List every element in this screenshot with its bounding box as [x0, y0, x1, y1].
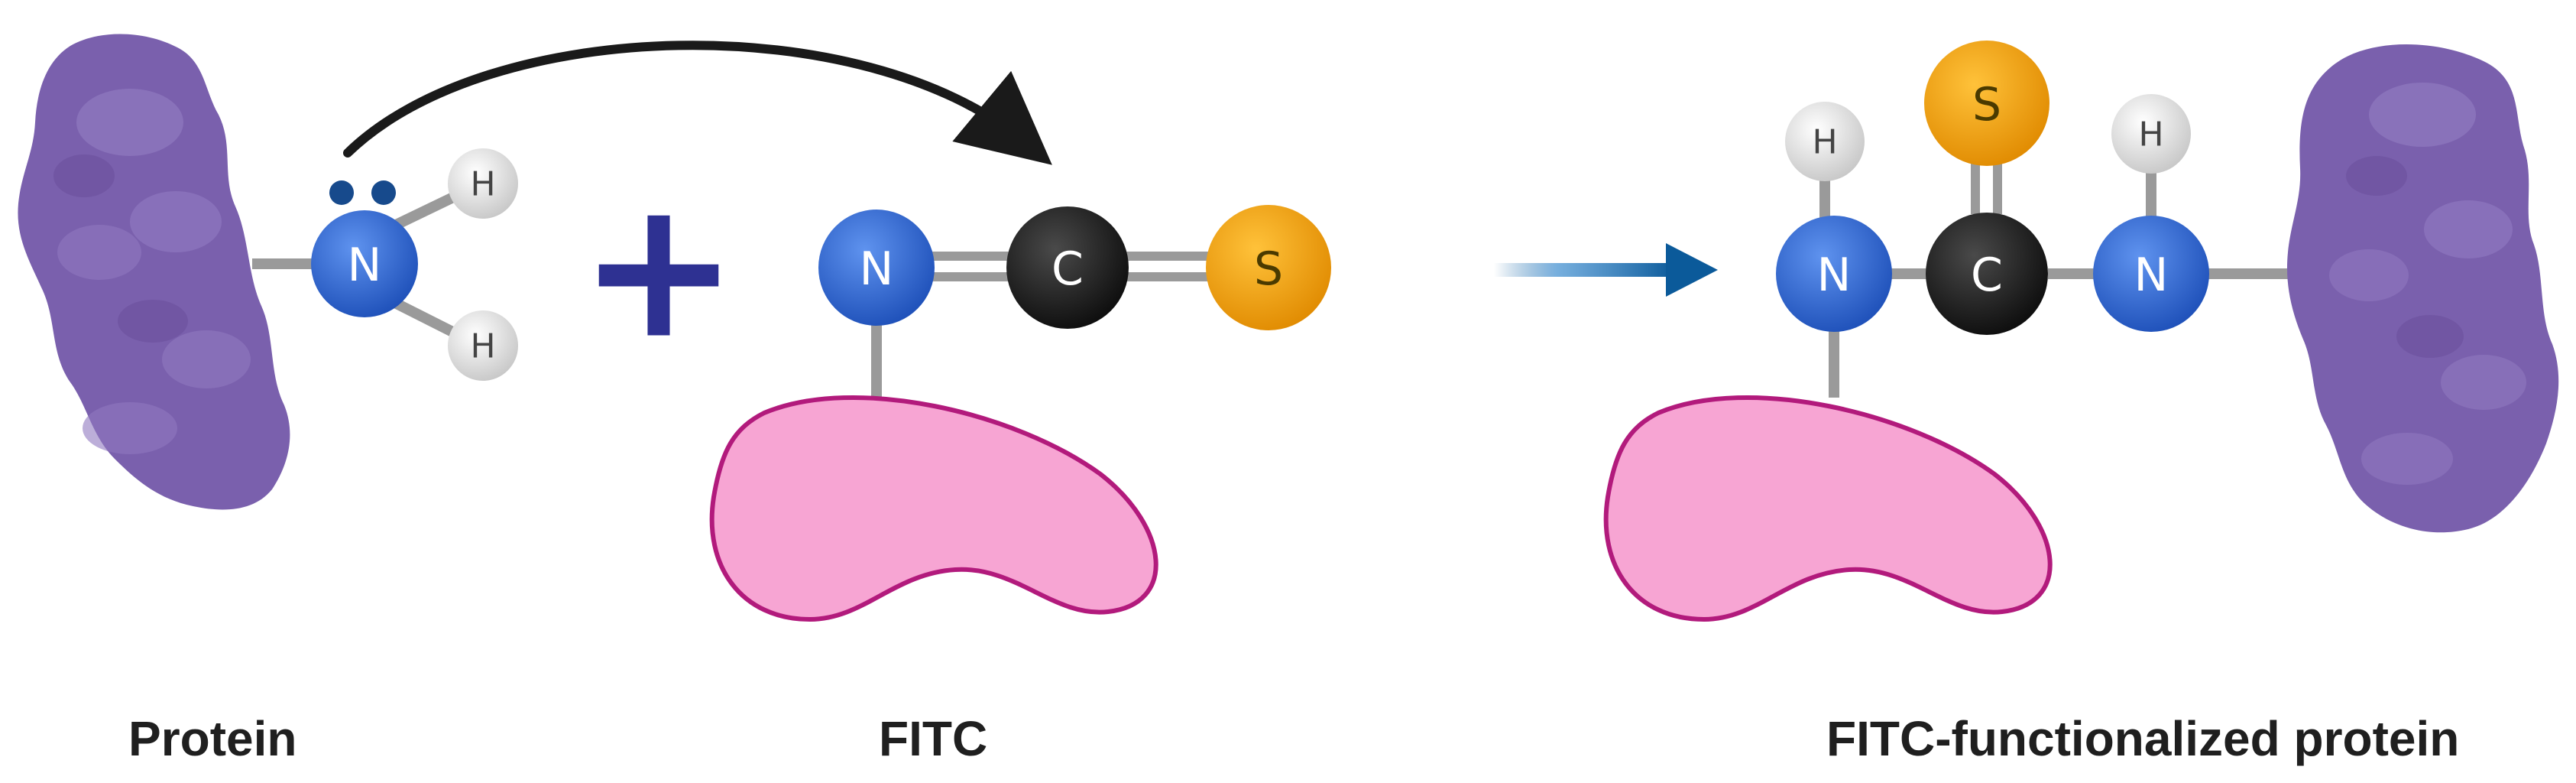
amine-hydrogen-label-top: H [470, 165, 495, 204]
plus-sign: + [578, 158, 738, 381]
lone-pair-dots [329, 180, 396, 205]
product-bonds [1819, 138, 2292, 398]
product-hydrogen-atom-left: H [1785, 102, 1865, 181]
product-carbon-label: C [1971, 249, 2003, 302]
amine-nitrogen-label: N [348, 239, 382, 292]
product-hydrogen-atom-right: H [2111, 94, 2191, 174]
product-nitrogen-label-left: N [1817, 249, 1852, 302]
fitc-bonds [871, 252, 1215, 398]
caption-fitc: FITC [879, 711, 987, 766]
product-sulfur-label: S [1972, 78, 2001, 132]
fitc-carbon-label: C [1051, 242, 1084, 296]
product-nitrogen-atom-right: N [2093, 216, 2209, 332]
product-carbon-atom: C [1926, 213, 2048, 335]
caption-protein: Protein [128, 711, 296, 766]
amine-hydrogen-atom-bottom: H [448, 310, 518, 381]
amine-hydrogen-label-bottom: H [470, 327, 495, 366]
caption-product: FITC-functionalized protein [1826, 711, 2459, 766]
fitc-nitrogen-label: N [860, 242, 894, 296]
fitc-sulfur-label: S [1254, 242, 1283, 296]
protein-blob-right [2286, 44, 2559, 533]
fluorophore-shape-fitc [709, 395, 1158, 622]
product-nitrogen-label-right: N [2134, 249, 2169, 302]
protein-blob-left [18, 34, 290, 510]
product-hydrogen-label-right: H [2138, 115, 2163, 154]
product-hydrogen-label-left: H [1812, 123, 1837, 162]
fitc-nitrogen-atom: N [818, 210, 935, 326]
product-sulfur-atom: S [1924, 41, 2049, 166]
nucleophilic-attack-arrow [343, 41, 1052, 165]
amine-nitrogen-atom: N [311, 210, 418, 317]
fitc-carbon-atom: C [1006, 206, 1129, 329]
fitc-sulfur-atom: S [1206, 205, 1331, 330]
product-nitrogen-atom-left: N [1776, 216, 1892, 332]
amine-hydrogen-atom-top: H [448, 148, 518, 219]
reaction-arrow [1494, 243, 1718, 297]
fluorophore-shape-product [1603, 395, 2053, 622]
